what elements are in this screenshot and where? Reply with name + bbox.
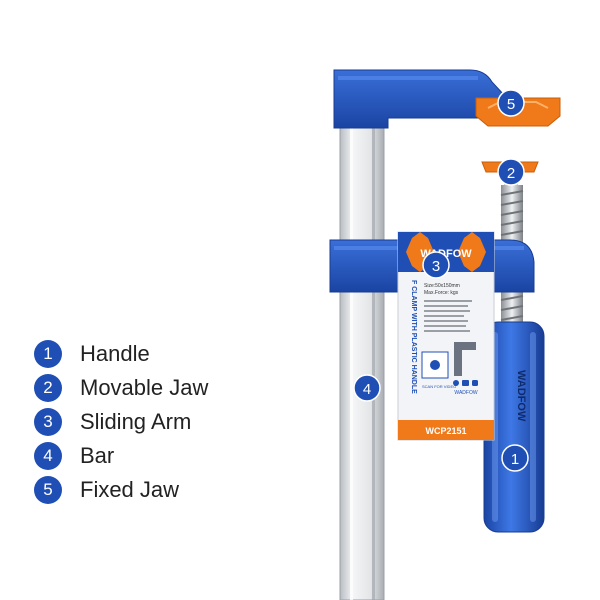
legend-label: Sliding Arm [80,409,192,434]
product-label-card: WADFOW F CLAMP WITH PLASTIC HANDLE Size:… [397,231,495,441]
legend-label: Handle [80,341,150,366]
instagram-icon [472,380,478,386]
callout-5: 5 [497,89,525,117]
parts-legend: 1 Handle 2 Movable Jaw 3 Sliding Arm 4 B… [34,337,208,507]
youtube-icon [462,380,469,386]
legend-number-badge: 1 [34,340,62,368]
legend-label: Bar [80,443,115,468]
handle: WADFOW [483,321,545,533]
label-model: WCP2151 [425,426,466,436]
label-footer-brand: WADFOW [454,390,477,396]
facebook-icon [453,380,459,386]
legend-item-bar: 4 Bar [34,439,208,473]
svg-text:2: 2 [507,165,515,182]
handle-brand-text: WADFOW [515,370,527,422]
svg-text:5: 5 [507,96,515,113]
label-product-title: F CLAMP WITH PLASTIC HANDLE [410,280,417,394]
legend-label: Movable Jaw [80,375,209,400]
clamp-pictogram-icon [454,342,476,376]
fixed-jaw [333,69,561,129]
callout-4: 4 [353,374,381,402]
bar [339,109,385,600]
callout-3: 3 [422,251,450,279]
legend-item-movable-jaw: 2 Movable Jaw [34,371,208,405]
label-force-line: Max.Force: kgs [424,290,459,296]
label-size-line: Size:50x150mm [424,283,460,289]
legend-item-handle: 1 Handle [34,337,208,371]
svg-text:4: 4 [363,381,371,398]
legend-item-fixed-jaw: 5 Fixed Jaw [34,473,208,507]
callout-1: 1 [501,444,529,472]
legend-number-badge: 2 [34,374,62,402]
legend-number-badge: 4 [34,442,62,470]
legend-label: Fixed Jaw [80,477,180,502]
callout-2: 2 [497,158,525,186]
legend-number-badge: 5 [34,476,62,504]
legend-item-sliding-arm: 3 Sliding Arm [34,405,208,439]
svg-text:1: 1 [511,451,519,468]
legend-number-badge: 3 [34,408,62,436]
svg-text:3: 3 [432,258,440,275]
scan-text: SCAN FOR VIDEO [422,384,456,389]
